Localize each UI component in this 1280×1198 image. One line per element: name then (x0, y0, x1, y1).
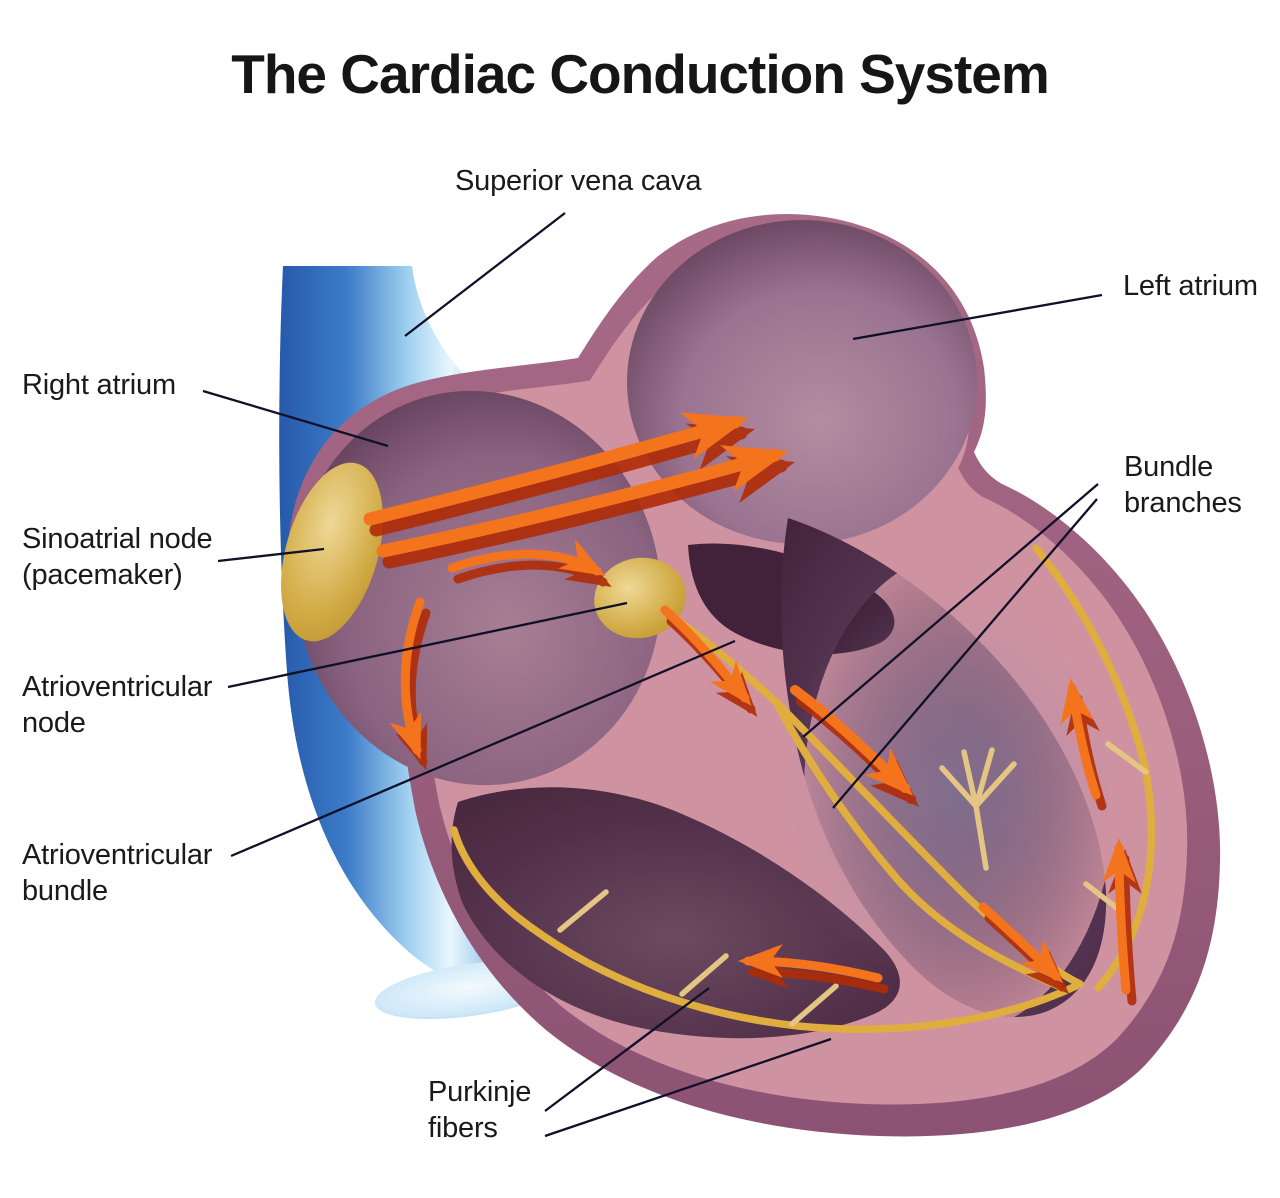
arrow-ra-down (389, 597, 425, 760)
arrow-right-wall-up-2 (1102, 837, 1136, 995)
arrow-to-av-node (447, 539, 606, 576)
arrow-av-bundle (660, 605, 752, 706)
arrow-sa-to-la-2 (376, 445, 790, 558)
arrow-right-wall-up-1 (1060, 677, 1101, 800)
arrow-to-apex (978, 902, 1064, 984)
leader-atrioventricular-bundle (230, 639, 736, 858)
twig-2 (679, 953, 729, 997)
label-line: (pacemaker) (22, 559, 183, 591)
sinoatrial-node (281, 462, 383, 642)
label-line: Bundle (1124, 451, 1214, 483)
label-purkinje-fibers: Purkinje fibers (428, 1074, 531, 1146)
label-atrioventricular-bundle: Atrioventricular bundle (22, 837, 212, 909)
twig-hand (939, 747, 1017, 871)
label-line: Purkinje (428, 1076, 532, 1108)
label-left-atrium: Left atrium (1123, 268, 1258, 304)
label-right-atrium: Right atrium (22, 367, 176, 403)
arrow-septum-down (790, 685, 914, 796)
page-title: The Cardiac Conduction System (231, 43, 1050, 105)
twig-4 (1105, 741, 1149, 775)
leader-left-atrium (852, 293, 1103, 341)
twig-1 (557, 889, 609, 933)
leader-sinoatrial-node (217, 547, 325, 563)
label-line: fibers (428, 1112, 498, 1144)
leader-lines (202, 212, 1103, 1138)
twig-3 (789, 983, 839, 1027)
atrioventricular-node (594, 557, 686, 639)
leader-purkinje-2 (544, 1037, 832, 1138)
leader-bundle-branch-2 (832, 498, 1098, 809)
leader-purkinje-1 (544, 987, 710, 1112)
label-line: Atrioventricular (22, 671, 213, 703)
right-atrium-cavity (295, 390, 661, 786)
label-bundle-branches: Bundle branches (1124, 449, 1242, 521)
leader-atrioventricular-node (227, 601, 628, 689)
arrow-bottom-left (737, 944, 883, 983)
ventricle-sheen (780, 590, 1120, 990)
label-line: Superior vena cava (455, 165, 702, 197)
arrow-sa-to-la-1 (363, 412, 750, 526)
label-line: Atrioventricular (22, 839, 213, 871)
purkinje-fiber-bottom (450, 826, 1080, 1033)
leader-right-atrium (202, 389, 389, 448)
label-line: node (22, 707, 86, 739)
label-atrioventricular-node: Atrioventricular node (22, 669, 212, 741)
label-line: Sinoatrial node (22, 523, 213, 555)
leader-bundle-branch-1 (802, 483, 1099, 738)
label-line: branches (1124, 487, 1242, 519)
label-line: Right atrium (22, 369, 176, 401)
label-line: bundle (22, 875, 108, 907)
impulse-arrows (363, 412, 1136, 995)
leader-superior-vena-cava (404, 212, 566, 337)
label-line: Left atrium (1123, 270, 1258, 302)
label-superior-vena-cava: Superior vena cava (455, 163, 701, 199)
label-sinoatrial-node: Sinoatrial node (pacemaker) (22, 521, 213, 593)
right-bundle-branch-fiber (772, 698, 1062, 990)
purkinje-twigs (557, 741, 1149, 1027)
